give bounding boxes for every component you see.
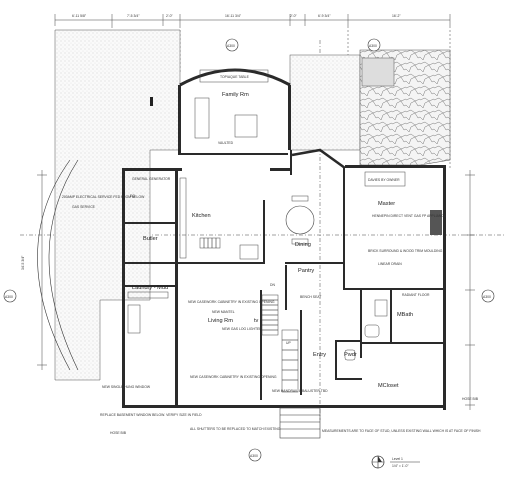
note-gas-fp: HENNEPIN DIRECT VENT GAS FP APPLIANCE <box>372 214 447 218</box>
terrace-area <box>289 54 361 151</box>
room-mcloset: MCloset <box>378 383 399 389</box>
walls <box>122 68 446 410</box>
section-ref-left: A300 <box>3 289 17 303</box>
room-dining: Dining <box>295 242 311 248</box>
note-linear-drain: LINEAR DRAIN <box>378 262 402 266</box>
note-gas-log-lighter: NEW GAS LOG LIGHTER <box>222 327 262 331</box>
note-new-mantel: NEW MANTEL <box>212 310 235 314</box>
curved-walk <box>37 159 71 371</box>
section-ref-bottom: A300 <box>248 448 262 462</box>
room-pwdr: Pwdr <box>344 352 357 358</box>
stair-treads <box>199 237 299 393</box>
right-dimension-string <box>465 170 475 410</box>
note-electrical-service: 200AMP ELECTRICAL SERVICE FED FROM BELOW <box>62 195 145 199</box>
sheet-scale: 1/4" = 1'-0" <box>392 464 409 468</box>
note-vaulted: VAULTED <box>218 141 234 145</box>
note-eq: EQ <box>130 194 135 198</box>
note-new-handrail: NEW HANDRAIL & BALUSTER TBD <box>272 389 328 393</box>
note-bench-seat: BENCH SEAT <box>300 295 321 299</box>
note-window-size: NEW SINGLE HUNG WINDOW <box>102 385 151 389</box>
room-family-rm: Family Rm <box>222 92 249 98</box>
note-hose-bib-left: HOSE BIB <box>110 431 127 435</box>
note-new-casework-2: NEW CASEWORK CABINETRY IN EXISTING OPENI… <box>190 375 277 379</box>
dim-top-6: 6'-9 3/4" <box>318 14 331 18</box>
left-dimension-string <box>37 170 47 370</box>
fixtures <box>127 69 442 361</box>
chimney <box>361 57 395 87</box>
room-pantry: Pantry <box>298 268 314 274</box>
note-gas-service: GAS SERVICE <box>72 205 96 209</box>
note-tv: tv <box>254 318 259 324</box>
top-dimension-string: 6'-11 5/8" 7'-5 3/4" 2'-0" 16'-11 3/4" 2… <box>54 14 451 26</box>
room-mbath: MBath <box>397 312 413 318</box>
room-living-rm: Living Rm <box>208 318 233 324</box>
note-shutters: ALL SHUTTERS TO BE REPLACED TO MATCH EXI… <box>190 427 281 431</box>
dim-top-7: 16'-2" <box>392 14 401 18</box>
section-ref-top-2: A300 <box>367 38 381 52</box>
note-new-casework-1: NEW CASEWORK CABINETRY IN EXISTING OPENI… <box>188 300 275 304</box>
room-butler: Butler <box>143 236 158 242</box>
svg-text:A300: A300 <box>5 295 13 299</box>
dim-top-3: 2'-0" <box>166 14 174 18</box>
curved-walk-edge <box>48 159 79 371</box>
room-kitchen: Kitchen <box>192 213 211 219</box>
dim-top-1: 6'-11 5/8" <box>72 14 87 18</box>
deck-area-left <box>54 29 181 381</box>
room-master: Master <box>378 201 395 207</box>
left-overall-dimension: 34'-5 3/4" <box>21 255 25 270</box>
note-brick-surround: BRICK SURROUND & WOOD TRIM MOULDING <box>368 249 443 253</box>
note-hose-bib-right: HOSE BIB <box>462 397 479 401</box>
room-entry: Entry <box>313 352 326 358</box>
note-measurements: MEASUREMENTS ARE TO FACE OF STUD, UNLESS… <box>322 429 481 433</box>
note-stair-up: UP <box>286 341 291 345</box>
section-ref-right: A300 <box>481 289 495 303</box>
sheet-title: Level 1 <box>392 457 403 461</box>
room-laundry-mud: Laundry - Mud <box>132 285 168 291</box>
note-replace-window: REPLACE BASEMENT WINDOW BELOW. VERIFY SI… <box>100 413 202 417</box>
note-topiaque-table: TOPIAQUE TABLE <box>220 75 250 79</box>
svg-text:A300: A300 <box>227 44 235 48</box>
svg-text:A300: A300 <box>250 454 258 458</box>
front-steps <box>279 407 321 439</box>
dim-top-5: 2'-0" <box>290 14 298 18</box>
note-general-generator: GENERAL GENERATOR <box>132 177 171 181</box>
dim-top-2: 7'-5 3/4" <box>127 14 140 18</box>
note-stair-dn: DN <box>270 283 275 287</box>
svg-text:A300: A300 <box>483 295 491 299</box>
svg-text:A300: A300 <box>369 44 377 48</box>
dim-top-4: 16'-11 3/4" <box>225 14 242 18</box>
section-ref-top-1: A300 <box>225 38 239 52</box>
title-block: Level 1 1/4" = 1'-0" <box>371 455 420 469</box>
note-by-owner: DAVIES BY OWNER <box>368 178 400 182</box>
note-radiant-floor: RADIANT FLOOR <box>402 293 430 297</box>
